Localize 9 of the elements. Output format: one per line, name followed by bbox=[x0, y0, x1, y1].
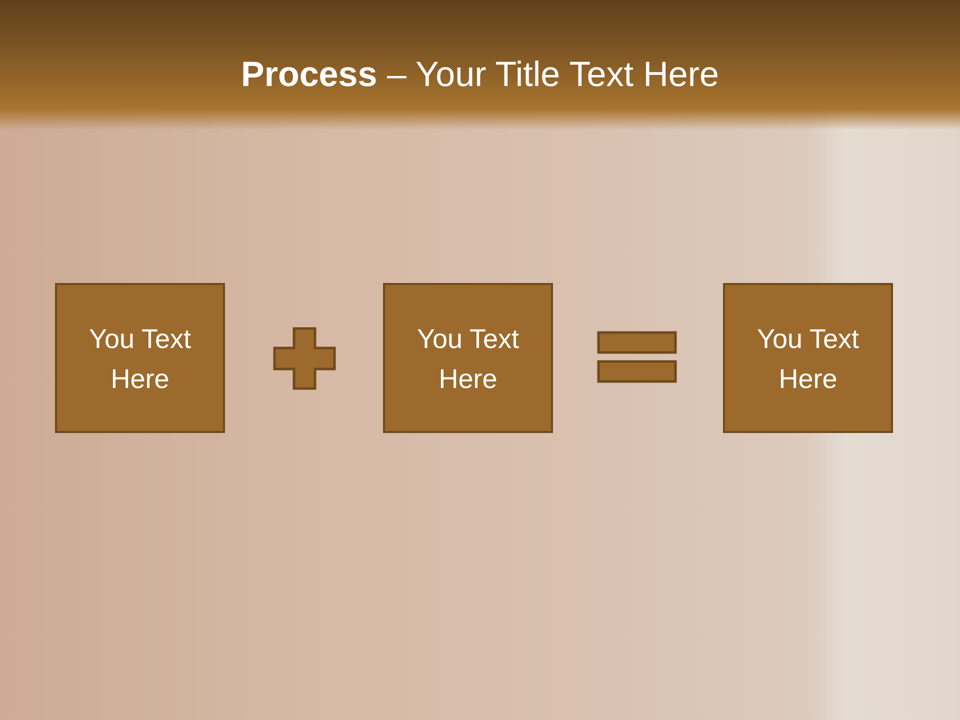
box-text: You Text Here bbox=[416, 323, 520, 396]
process-box bbox=[723, 283, 893, 433]
slide-title: Process – Your Title Text Here bbox=[241, 54, 719, 96]
process-box bbox=[55, 283, 225, 433]
plus-sign bbox=[273, 327, 336, 390]
box-text: You Text Here bbox=[756, 323, 860, 396]
process-box bbox=[383, 283, 553, 433]
box-text: You Text Here bbox=[88, 323, 192, 396]
equals-sign bbox=[597, 331, 677, 383]
